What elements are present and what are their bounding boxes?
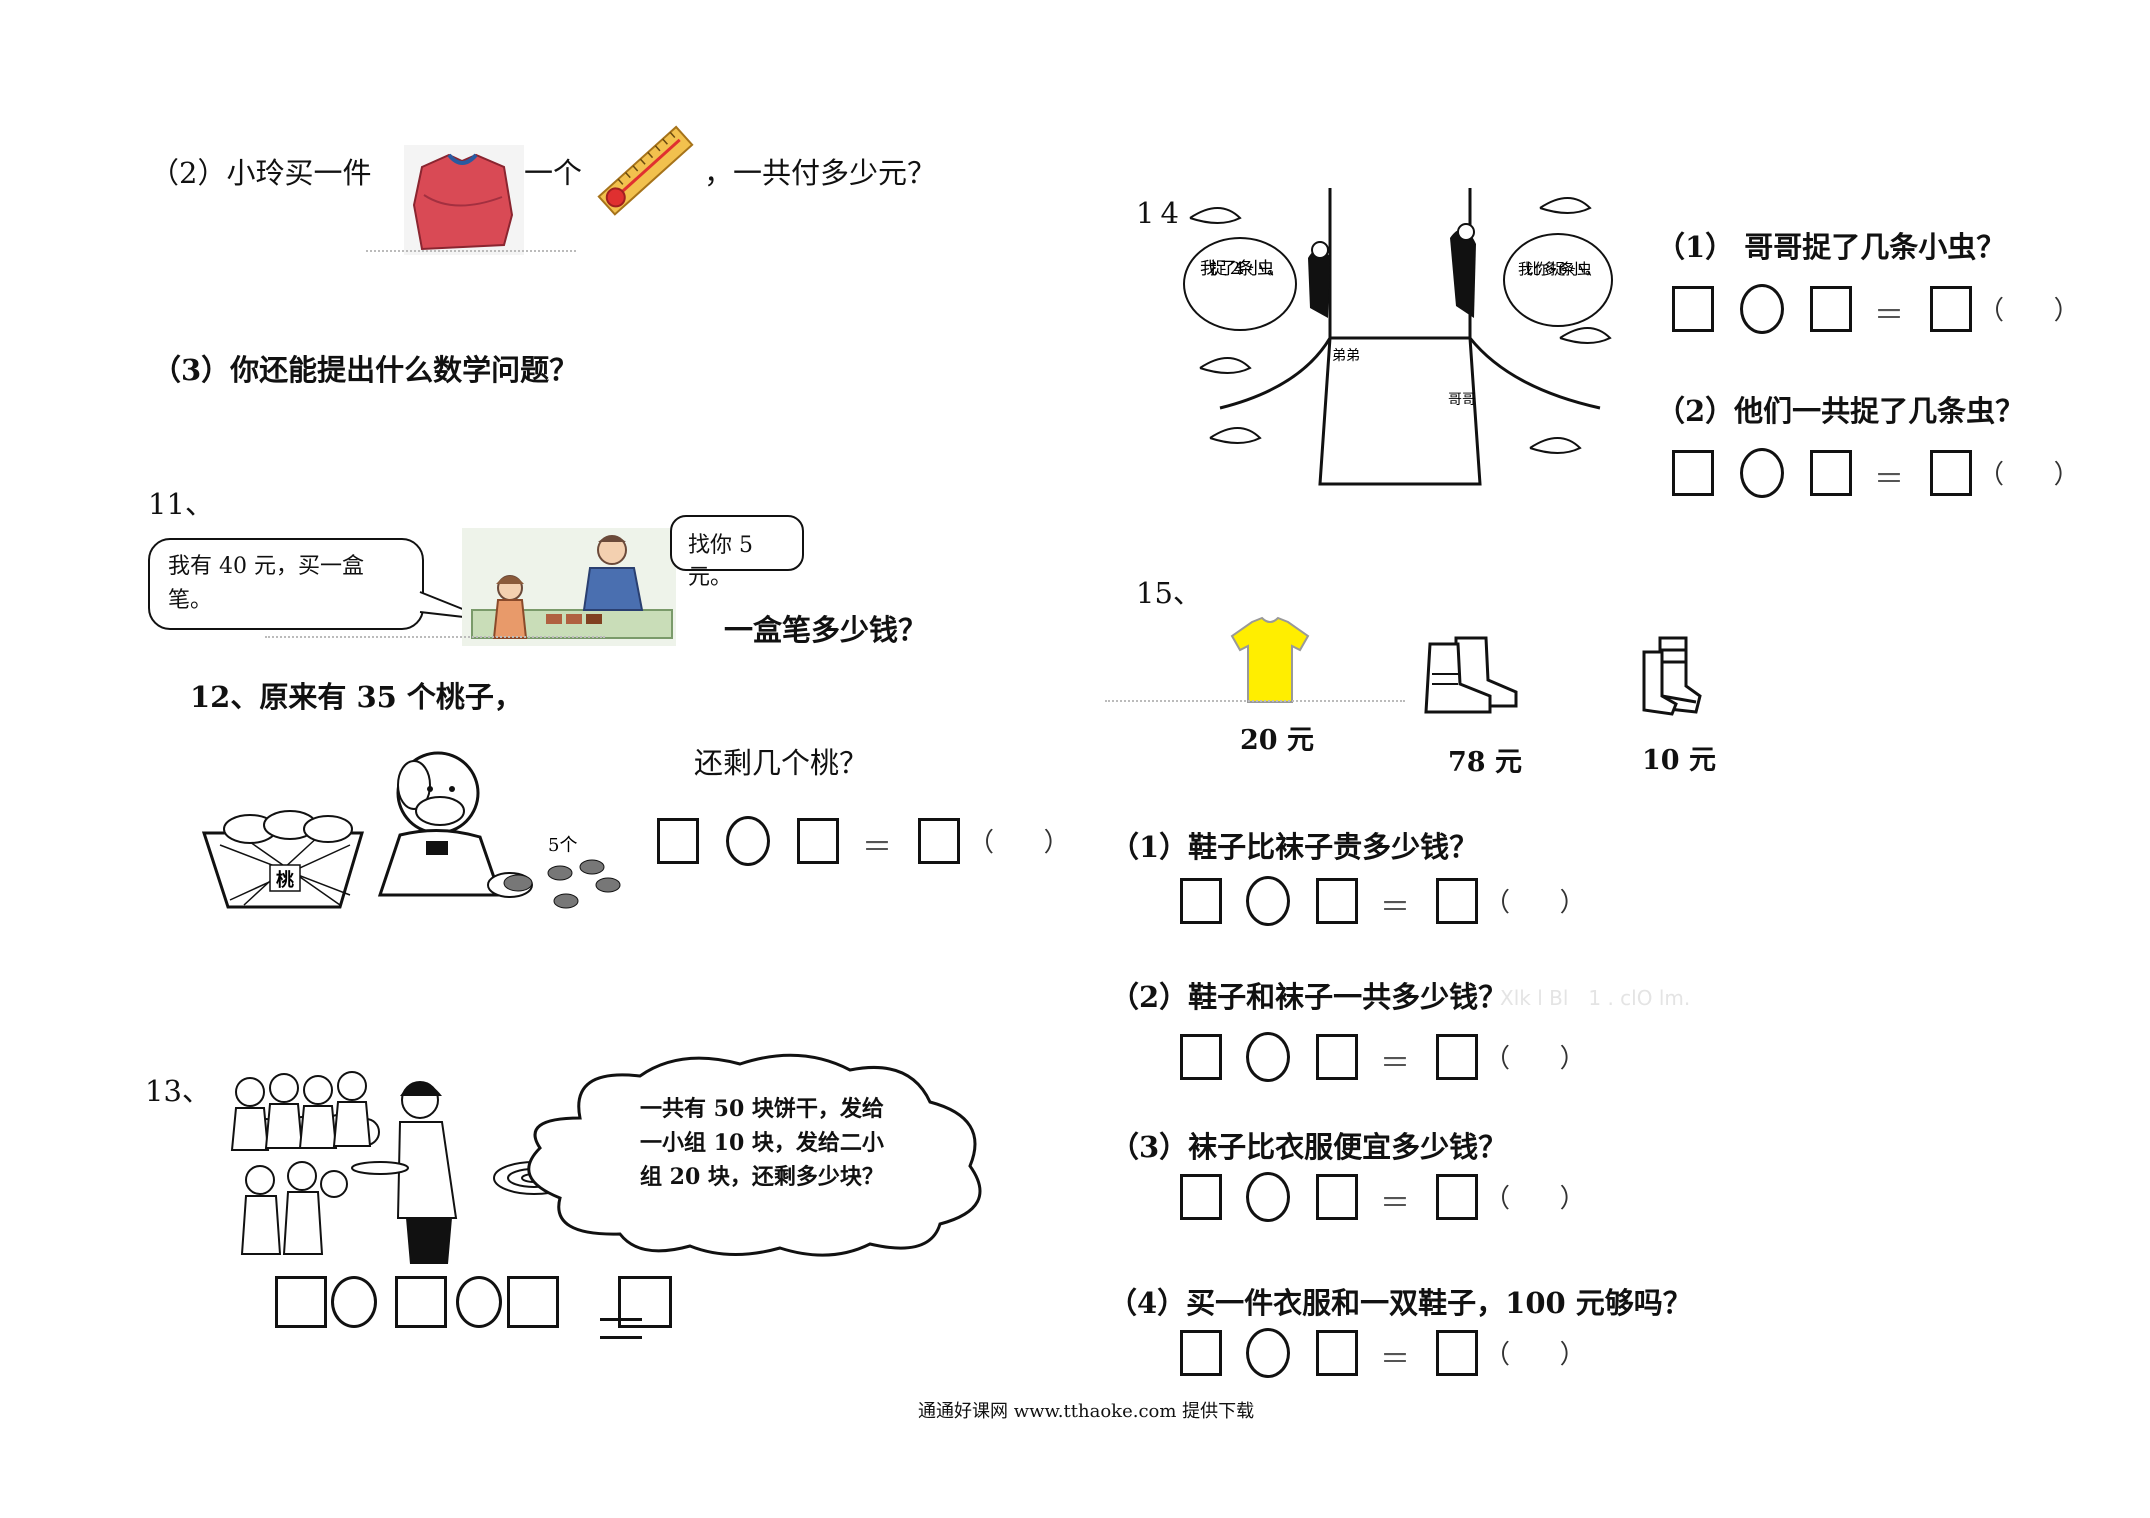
- answer-box-result[interactable]: [1930, 286, 1972, 332]
- faint-watermark-text: Xlk l Bl 1 . clO lm.: [1500, 986, 1691, 1010]
- dotted-rule: [1105, 700, 1405, 702]
- equals-bar-bottom: [600, 1336, 642, 1339]
- speech-bubble-clerk-text: 找你 5 元。: [688, 533, 753, 590]
- answer-box-result[interactable]: [618, 1276, 672, 1328]
- speech-bubble-girl: 我有 40 元，买一盒笔。: [148, 538, 424, 630]
- answer-box-number[interactable]: [657, 818, 699, 864]
- dotted-rule: [265, 636, 605, 638]
- shoes-price: 78 元: [1448, 747, 1522, 778]
- q15-sub4: （4）买一件衣服和一双鞋子，100 元够吗？: [1108, 1286, 1692, 1320]
- thermometer-image: [584, 112, 704, 232]
- answer-box-number[interactable]: [1316, 1330, 1358, 1376]
- q14-number: 14: [1136, 196, 1185, 230]
- basket-label: 桃: [276, 869, 294, 891]
- answer-box-number[interactable]: [1810, 286, 1852, 332]
- q10-2-text-mid: 一个: [524, 156, 583, 190]
- unit-parentheses: （ ）: [1978, 460, 2080, 490]
- unit-parentheses: （ ）: [1978, 296, 2080, 326]
- q13-number: 13、: [145, 1074, 211, 1108]
- q15-sub1: （1）鞋子比袜子贵多少钱？: [1110, 830, 1479, 864]
- shoes-image: [1416, 634, 1520, 714]
- q11-question: 一盒笔多少钱？: [724, 613, 928, 647]
- answer-circle-operator[interactable]: [331, 1276, 377, 1328]
- tshirt-price: 20 元: [1240, 725, 1314, 756]
- answer-box-number[interactable]: [1810, 450, 1852, 496]
- answer-circle-operator[interactable]: [1246, 876, 1290, 926]
- equals-sign: ＝: [1380, 1186, 1410, 1221]
- answer-box-number[interactable]: [797, 818, 839, 864]
- answer-circle-operator[interactable]: [1246, 1328, 1290, 1378]
- answer-box-result[interactable]: [1930, 450, 1972, 496]
- unit-parentheses: （ ）: [1484, 888, 1586, 918]
- children-teacher-image: [230, 1068, 470, 1268]
- answer-circle-operator[interactable]: [1740, 284, 1784, 334]
- label-younger-brother: 弟弟: [1332, 348, 1360, 364]
- socks-image: [1640, 636, 1704, 716]
- answer-box-number[interactable]: [1672, 450, 1714, 496]
- answer-box-number[interactable]: [1672, 286, 1714, 332]
- unit-parentheses: （ ）: [1484, 1184, 1586, 1214]
- tree-bubble-left-text: 我捉了24条小虫。: [1200, 259, 1284, 279]
- q10-2-text-before: （2）小玲买一件: [150, 156, 372, 190]
- equals-sign: ＝: [862, 830, 892, 865]
- q15-sub3: （3）袜子比衣服便宜多少钱？: [1110, 1130, 1508, 1164]
- tshirt-image: [1230, 616, 1310, 706]
- answer-box-number[interactable]: [1180, 1034, 1222, 1080]
- q15-number: 15、: [1136, 576, 1202, 610]
- equals-sign: ＝: [1380, 890, 1410, 925]
- equals-sign: ＝: [1380, 1046, 1410, 1081]
- socks-price: 10 元: [1642, 745, 1716, 776]
- answer-box-result[interactable]: [1436, 1174, 1478, 1220]
- answer-box-result[interactable]: [918, 818, 960, 864]
- thought-cloud: [527, 1053, 982, 1257]
- footer-text: 通通好课网 www.tthaoke.com 提供下载: [918, 1401, 1255, 1422]
- q10-2-text-after: ，一共付多少元？: [704, 156, 937, 190]
- answer-circle-operator[interactable]: [456, 1276, 502, 1328]
- speech-bubble-clerk: 找你 5 元。: [670, 515, 804, 590]
- dotted-rule: [366, 250, 576, 252]
- answer-box-number[interactable]: [1180, 1330, 1222, 1376]
- equals-sign: ＝: [1874, 298, 1904, 333]
- answer-circle-operator[interactable]: [1740, 448, 1784, 498]
- q12-text: 12、原来有 35 个桃子，: [190, 680, 523, 714]
- answer-box-number[interactable]: [507, 1276, 559, 1328]
- answer-box-number[interactable]: [1316, 1034, 1358, 1080]
- equals-sign: ＝: [1874, 462, 1904, 497]
- q14-sub2: （2）他们一共捉了几条虫？: [1656, 394, 2025, 428]
- unit-parentheses: （ ）: [1484, 1340, 1586, 1370]
- answer-circle-operator[interactable]: [1246, 1172, 1290, 1222]
- shirt-image: [404, 145, 524, 255]
- answer-box-number[interactable]: [1180, 1174, 1222, 1220]
- answer-box-result[interactable]: [1436, 878, 1478, 924]
- label-older-brother: 哥哥: [1448, 392, 1476, 408]
- q10-3-text: （3）你还能提出什么数学问题？: [152, 353, 579, 387]
- equals-bar-top: [600, 1318, 642, 1321]
- unit-parentheses: （ ）: [1484, 1044, 1586, 1074]
- answer-box-number[interactable]: [1316, 878, 1358, 924]
- unit-parentheses: （ ）: [968, 828, 1070, 858]
- answer-box-number[interactable]: [1180, 878, 1222, 924]
- answer-circle-operator[interactable]: [726, 816, 770, 866]
- monkey-peaches-image: 桃 5个: [200, 745, 630, 915]
- q14-sub1: （1） 哥哥捉了几条小虫？: [1656, 230, 2006, 264]
- equals-sign: ＝: [1380, 1342, 1410, 1377]
- speech-bubble-girl-text: 我有 40 元，买一盒笔。: [168, 554, 364, 613]
- answer-circle-operator[interactable]: [1246, 1032, 1290, 1082]
- birds-tree-image: 我捉了24条小虫。 我比你多捉6条小虫。 弟弟 哥哥: [1180, 188, 1620, 486]
- q11-number: 11、: [148, 487, 214, 521]
- tree-bubble-right-text: 我比你多捉6条小虫。: [1518, 260, 1600, 278]
- q15-sub2: （2）鞋子和袜子一共多少钱？: [1110, 980, 1508, 1014]
- answer-box-number[interactable]: [395, 1276, 447, 1328]
- answer-box-number[interactable]: [1316, 1174, 1358, 1220]
- answer-box-number[interactable]: [275, 1276, 327, 1328]
- q12-question: 还剩几个桃？: [694, 746, 869, 780]
- count-label: 5个: [548, 835, 577, 856]
- answer-box-result[interactable]: [1436, 1034, 1478, 1080]
- answer-box-result[interactable]: [1436, 1330, 1478, 1376]
- thought-cloud-text: 一共有 50 块饼干，发给一小组 10 块，发给二小组 20 块，还剩多少块？: [640, 1096, 884, 1190]
- shop-scene-image: [462, 528, 676, 646]
